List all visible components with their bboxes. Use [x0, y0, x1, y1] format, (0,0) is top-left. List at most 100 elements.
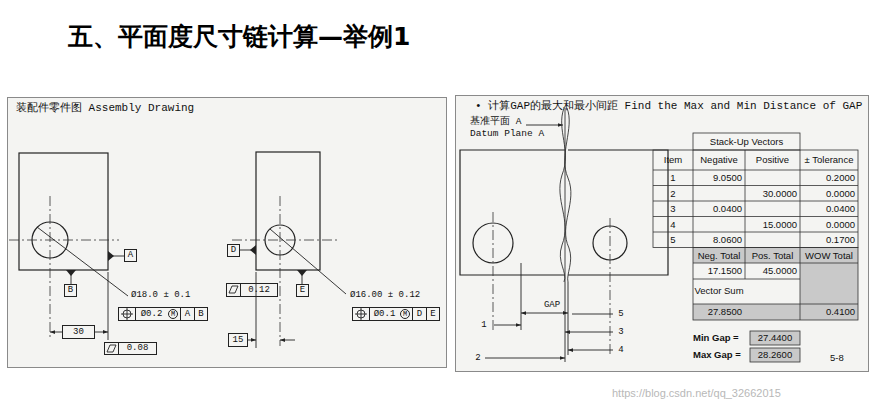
flatness-frame: 0.12 [226, 283, 278, 297]
datum-triangle [66, 270, 76, 276]
table-grid [750, 348, 800, 362]
table-cell: 2 [653, 186, 693, 202]
box-text: 30 [63, 326, 94, 338]
callout-number: 3 [617, 327, 625, 337]
table-header: Vector Sum [693, 279, 745, 304]
gdt-symbol [229, 286, 238, 293]
table-cell: 0.1700 [800, 232, 858, 248]
center-line [9, 240, 119, 241]
table-header: Pos. Total [745, 248, 800, 264]
table-shading [693, 304, 858, 320]
table-cell: 3 [653, 201, 693, 217]
box-text: 15 [229, 334, 247, 346]
feature-control-frame: Ø0.1MDE [352, 307, 440, 321]
table-cell: 30.0000 [745, 186, 800, 202]
box-text: E [297, 285, 308, 296]
leader-line [565, 332, 613, 333]
watermark: https://blog.csdn.net/qq_32662015 [612, 386, 781, 400]
datum-ref: E [426, 308, 439, 320]
table-cell: 8.0600 [693, 232, 745, 248]
leader-line [95, 332, 108, 333]
table-shading [750, 331, 800, 345]
gdt-symbol [355, 308, 367, 320]
table-grid [750, 331, 800, 345]
drawing-panel: 装配件零件图 Assembly DrawingABØ0.2MAB300.08DE… [7, 97, 447, 368]
leader-line [521, 263, 522, 330]
result-value: 27.4400 [750, 331, 800, 345]
leader-line [50, 332, 62, 333]
leader-line [568, 282, 569, 355]
leader-line [280, 340, 295, 341]
panel-ground [7, 97, 447, 368]
table-shading [800, 263, 858, 304]
table-cell: 0.0000 [800, 186, 858, 202]
mmc-modifier: M [400, 309, 410, 319]
table-cell: 27.8500 [693, 304, 745, 320]
panel-title: • 计算GAP的最大和最小间距 Find the Max and Min Dis… [475, 101, 862, 112]
callout-number: 1 [480, 320, 488, 330]
callout-number: 4 [617, 345, 625, 355]
panel-title: 装配件零件图 Assembly Drawing [16, 103, 194, 114]
datum-plane [560, 108, 566, 282]
leader-line [565, 282, 566, 362]
leader-line [494, 325, 521, 326]
center-line [280, 196, 281, 346]
panel-ground [455, 95, 869, 372]
table-cell: 0.0000 [800, 217, 858, 233]
tolerance-value: Ø0.1 [369, 308, 399, 320]
table-grid [653, 150, 858, 248]
table-grid [693, 248, 858, 321]
datum-box: B [64, 284, 77, 297]
mmc-modifier: M [168, 309, 178, 319]
gdt-symbol [107, 345, 116, 352]
page-title: 五、平面度尺寸链计算—举例1 [68, 20, 410, 53]
table-cell: 0.0400 [800, 201, 858, 217]
datum-triangle [250, 245, 256, 255]
table-header: WOW Total [800, 248, 858, 264]
result-value: 28.2600 [750, 348, 800, 362]
center-line [232, 240, 340, 241]
datum-box: A [124, 249, 137, 262]
table-cell: 0.0400 [693, 201, 745, 217]
dimension-label: GAP [540, 300, 564, 310]
table-grid [653, 170, 858, 232]
datum-triangle [108, 251, 114, 261]
table-cell: 17.1500 [693, 263, 745, 279]
leader-line [108, 272, 109, 340]
datum-label: Datum Plane A [470, 128, 544, 139]
table-header: Stack-Up Vectors [693, 133, 800, 150]
table-cell: 4 [653, 217, 693, 233]
datum-triangle [297, 270, 307, 276]
dimension-label: Ø16.00 ± 0.12 [350, 290, 420, 300]
table-grid [693, 248, 858, 321]
table-header: ± Tolerance [800, 150, 858, 170]
result-label: Max Gap = [693, 348, 749, 362]
part-outline [19, 153, 108, 270]
table-grid [693, 133, 800, 150]
table-shading [693, 248, 858, 264]
table-grid [653, 133, 858, 362]
panel-ground [7, 95, 869, 372]
table-cell: 45.0000 [745, 263, 800, 279]
datum-box: D [227, 244, 240, 257]
part-outline [256, 152, 320, 270]
table-header: Item [653, 150, 693, 170]
datum-plane [565, 108, 566, 282]
datum-box: E [296, 284, 309, 297]
table-shading [750, 348, 800, 362]
datum-ref: A [180, 308, 194, 320]
box-text: A [125, 250, 136, 261]
datum-ref: D [412, 308, 426, 320]
table-header: Neg. Total [693, 248, 745, 264]
box-text: B [65, 285, 76, 296]
center-line [9, 196, 610, 355]
part-outline [460, 150, 565, 275]
datum-label: 基准平面 A [470, 116, 521, 127]
center-line [50, 196, 51, 340]
callout-number: 2 [474, 353, 482, 363]
flatness-frame: 0.08 [104, 342, 157, 355]
center-line [493, 212, 494, 330]
table-header: Positive [745, 150, 800, 170]
